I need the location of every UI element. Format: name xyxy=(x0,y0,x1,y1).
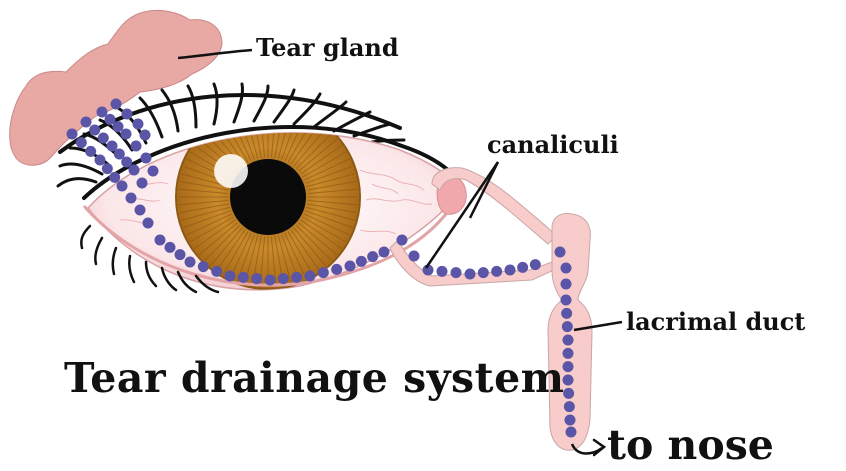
tear-dot xyxy=(126,193,137,204)
tear-dot xyxy=(265,275,276,286)
tear-dot xyxy=(129,165,140,176)
tear-dot xyxy=(251,273,262,284)
tear-dot xyxy=(121,129,132,140)
tear-dot xyxy=(345,261,356,272)
tear-dot xyxy=(356,256,367,267)
tear-dot xyxy=(165,242,176,253)
tear-dot xyxy=(331,264,342,275)
tear-dot xyxy=(141,153,152,164)
tear-dot xyxy=(135,205,146,216)
to-nose-label: to nose xyxy=(607,425,774,466)
tear-dot xyxy=(562,321,573,332)
tear-dot xyxy=(140,130,151,141)
tear-dot xyxy=(555,247,566,258)
tear-dot xyxy=(505,265,516,276)
tear-dot xyxy=(225,271,236,282)
tear-dot xyxy=(81,117,92,128)
tear-dot xyxy=(148,166,159,177)
tear-dot xyxy=(291,272,302,283)
tear-dot xyxy=(379,247,390,258)
eye-highlight xyxy=(214,154,248,188)
tear-dot xyxy=(109,172,120,183)
tear-dot xyxy=(491,266,502,277)
tear-dot xyxy=(478,267,489,278)
tear-dot xyxy=(367,251,378,262)
tear-dot xyxy=(143,218,154,229)
tear-dot xyxy=(111,99,122,110)
tear-dot xyxy=(564,401,575,412)
tear-dot xyxy=(89,125,100,136)
tear-dot xyxy=(565,415,576,426)
tear-dot xyxy=(451,267,462,278)
tear-dot xyxy=(517,262,528,273)
tear-dot xyxy=(278,273,289,284)
tear-dot xyxy=(98,133,109,144)
tear-dot xyxy=(561,295,572,306)
lacrimal-duct-label: lacrimal duct xyxy=(626,310,805,334)
tear-dot xyxy=(117,181,128,192)
tear-dot xyxy=(566,427,577,438)
tear-dot xyxy=(563,388,574,399)
tear-dot xyxy=(561,279,572,290)
canaliculi-label: canaliculi xyxy=(487,133,619,157)
tear-dot xyxy=(175,249,186,260)
tear-dot xyxy=(185,257,196,268)
tear-dot xyxy=(409,251,420,262)
tear-dot xyxy=(561,263,572,274)
to-nose-arrowhead xyxy=(594,440,604,455)
diagram-title: Tear drainage system xyxy=(64,358,565,399)
tear-dot xyxy=(305,271,316,282)
tear-dot xyxy=(95,155,106,166)
tear-dot xyxy=(137,178,148,189)
tear-dot xyxy=(76,137,87,148)
tear-dot xyxy=(397,235,408,246)
tear-dot xyxy=(131,141,142,152)
tear-dot xyxy=(85,146,96,157)
tear-dot xyxy=(563,335,574,346)
tear-dot xyxy=(465,269,476,280)
tear-dot xyxy=(211,266,222,277)
tear-dot xyxy=(561,308,572,319)
tear-dot xyxy=(102,163,113,174)
tear-dot xyxy=(530,259,541,270)
tear-dot xyxy=(122,109,133,120)
tear-dot xyxy=(155,235,166,246)
tear-dot xyxy=(238,272,249,283)
tear-dot xyxy=(198,261,209,272)
tear-dot xyxy=(133,119,144,130)
tear-dot xyxy=(437,266,448,277)
tear-dot xyxy=(318,267,329,278)
tear-dot xyxy=(67,129,78,140)
tear-gland-label: Tear gland xyxy=(256,36,399,60)
